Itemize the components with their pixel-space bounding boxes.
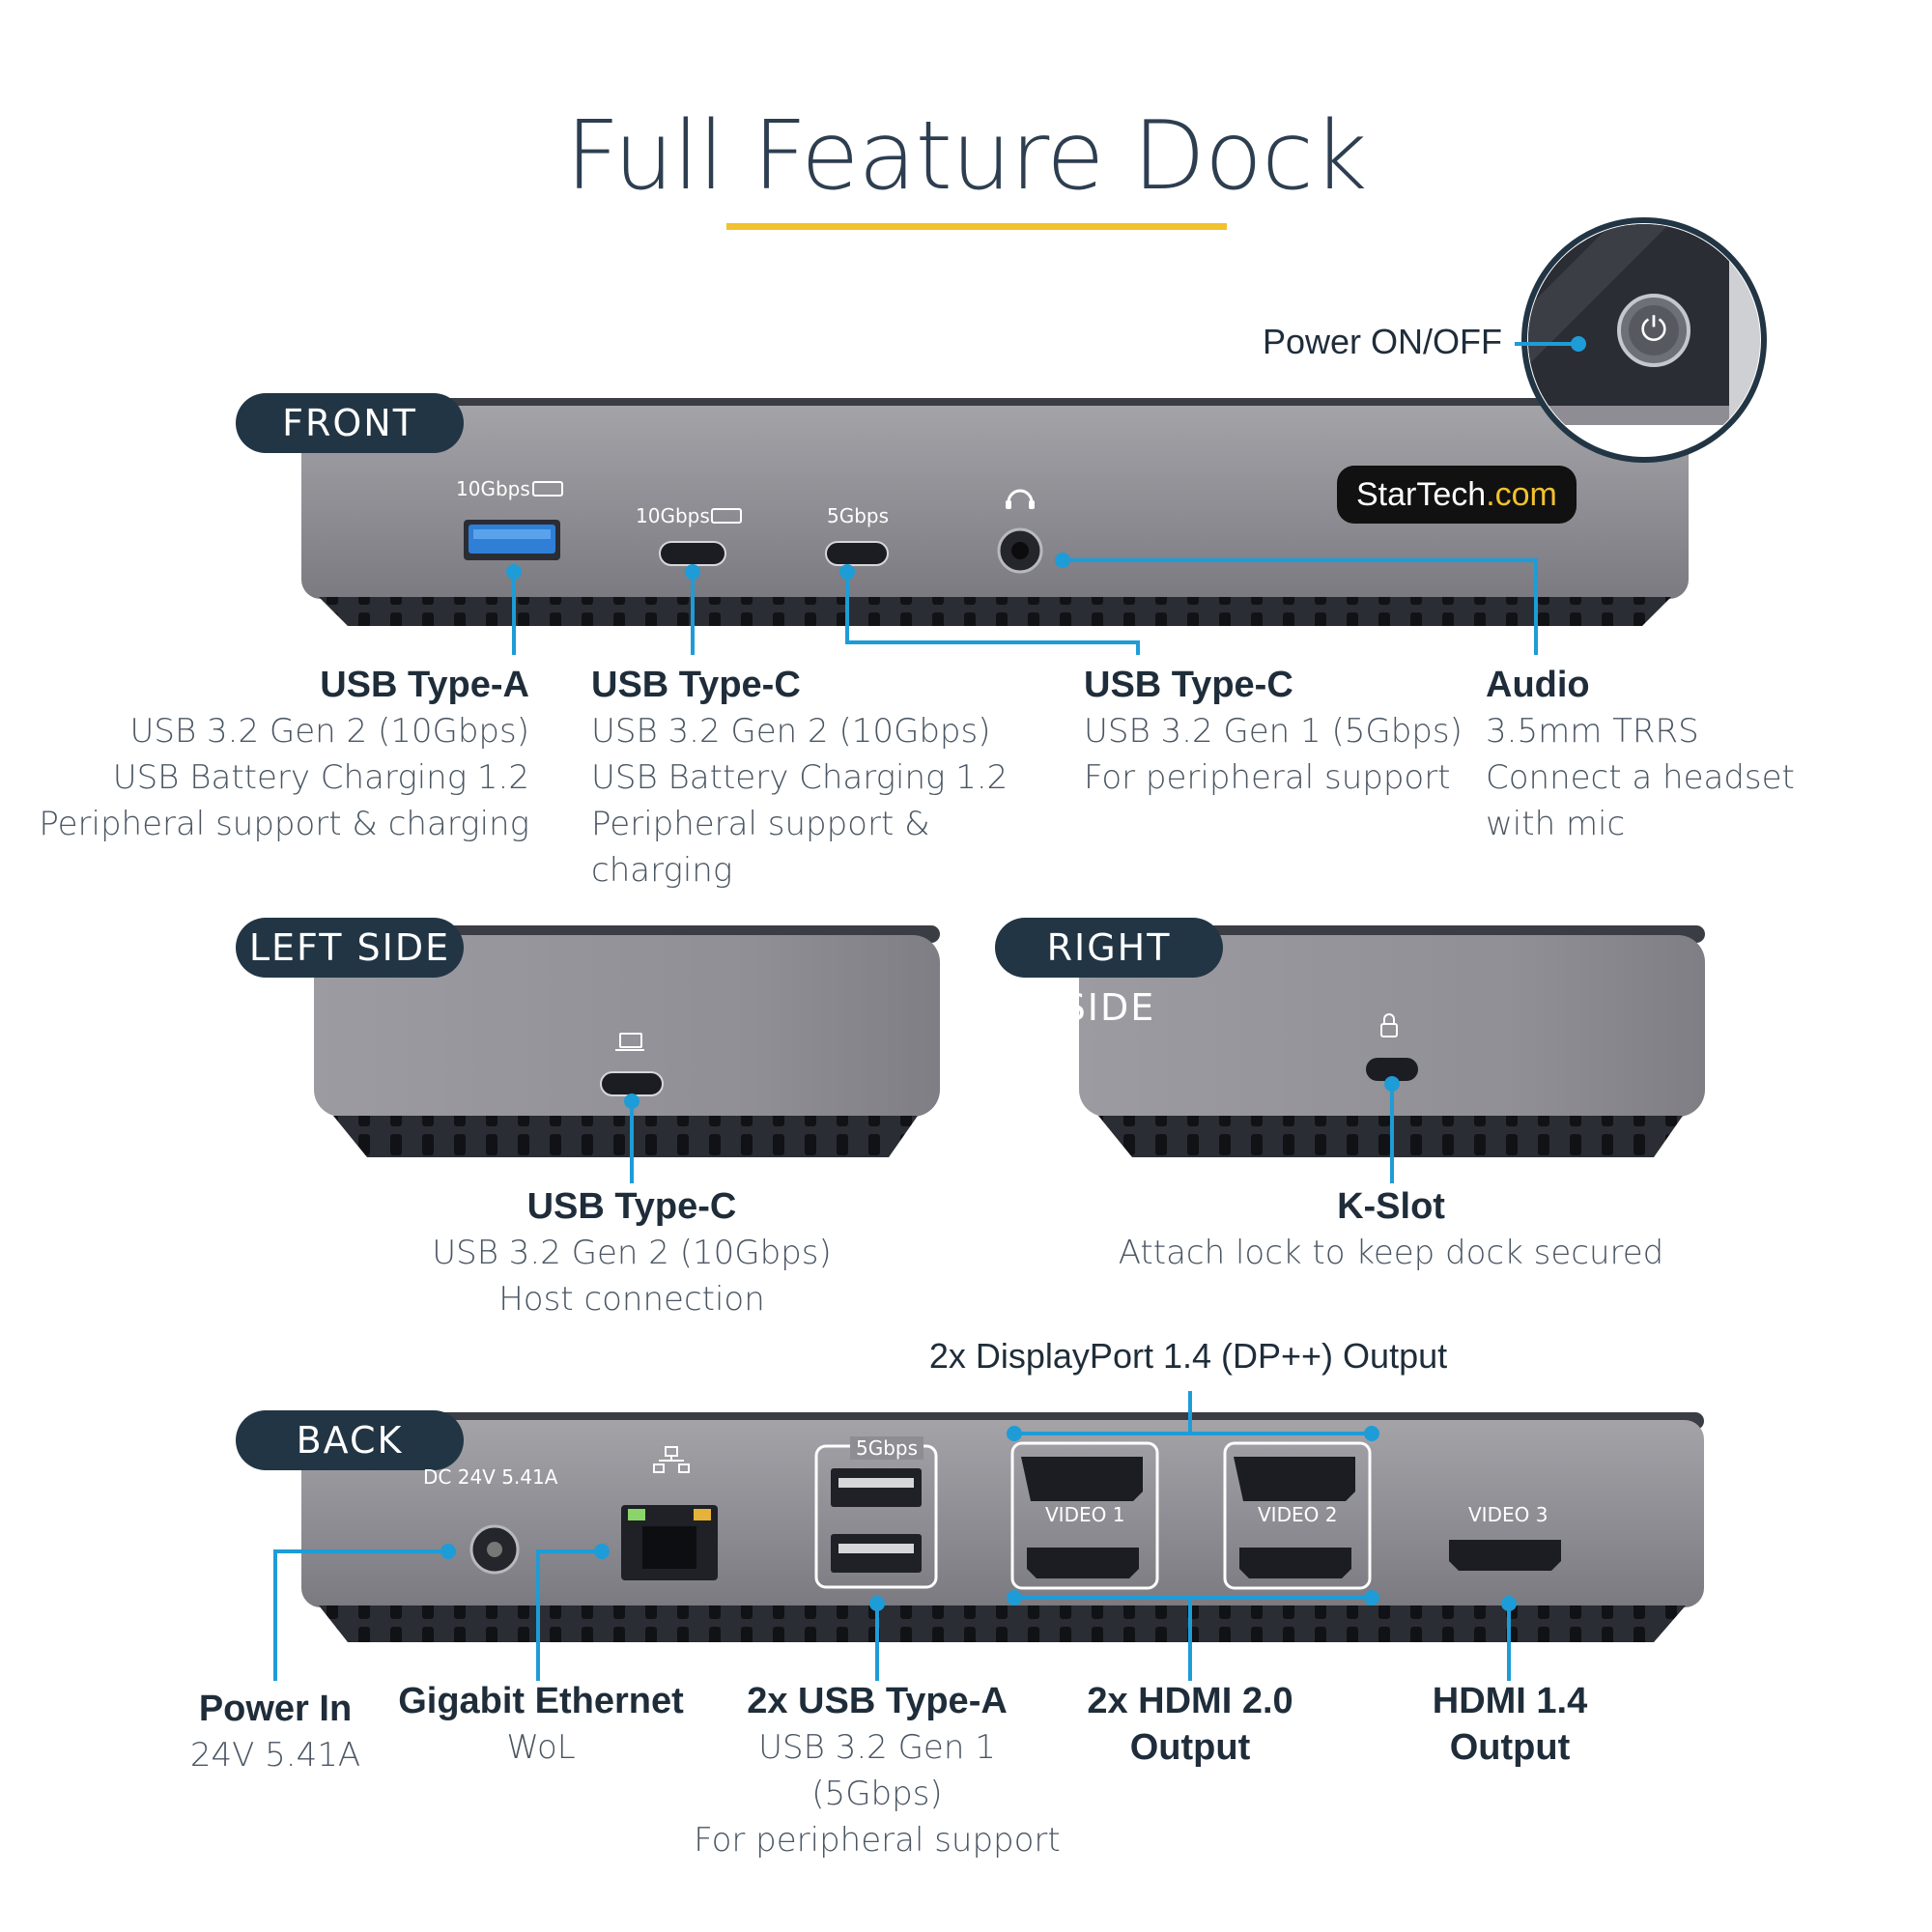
front-label-audio-heading: Audio (1486, 665, 1590, 705)
power-label: Power ON/OFF (1262, 322, 1502, 361)
back-label-hdmi14-line: Output (1449, 1727, 1571, 1768)
front-label-usbc1-line: Peripheral support & charging (591, 805, 930, 890)
front-label-audio: Audio 3.5mm TRRS Connect a headset with … (1486, 662, 1891, 847)
back-label-usba-line: For peripheral support (694, 1821, 1061, 1860)
front-usba-speed: 10Gbps (456, 477, 530, 500)
left-label-line: Host connection (498, 1280, 765, 1319)
back-label-hdmi20-heading: 2x HDMI 2.0 (1087, 1681, 1293, 1721)
front-label-usba-line: USB Battery Charging 1.2 (112, 758, 529, 797)
right-label-line: Attach lock to keep dock secured (1118, 1234, 1664, 1272)
back-dock (301, 1412, 1704, 1642)
front-label-usba: USB Type-A USB 3.2 Gen 2 (10Gbps) USB Ba… (39, 662, 529, 847)
section-left-pill: LEFT SIDE (236, 918, 464, 978)
front-label-usbc1-line: USB Battery Charging 1.2 (591, 758, 1009, 797)
callout-dots (440, 336, 1586, 1611)
back-dp-label: 2x DisplayPort 1.4 (DP++) Output (869, 1333, 1507, 1379)
title-underline (726, 223, 1227, 230)
callouts (273, 342, 1575, 1681)
brand-text-a: StarTech (1356, 476, 1487, 513)
page-title: Full Feature Dock (565, 101, 1367, 212)
back-label-usba-line: USB 3.2 Gen 1 (5Gbps) (758, 1728, 996, 1813)
front-label-audio-line: 3.5mm TRRS (1486, 712, 1699, 751)
back-label-hdmi14: HDMI 1.4 Output (1391, 1678, 1629, 1771)
back-video2-label: VIDEO 2 (1258, 1503, 1338, 1526)
back-dp-heading: 2x DisplayPort 1.4 (DP++) Output (928, 1336, 1448, 1376)
back-label-hdmi20-line: Output (1129, 1727, 1251, 1768)
front-label-usbc2-line: For peripheral support (1084, 758, 1451, 797)
back-label-ethernet: Gigabit Ethernet WoL (396, 1678, 686, 1771)
back-video1-label: VIDEO 1 (1045, 1503, 1125, 1526)
front-label-usbc2-line: USB 3.2 Gen 1 (5Gbps) (1084, 712, 1463, 751)
left-side-dock (314, 925, 940, 1157)
back-label-power-line: 24V 5.41A (189, 1736, 361, 1775)
section-right-pill: RIGHT SIDE (995, 918, 1223, 1029)
back-label-hdmi20: 2x HDMI 2.0 Output (1063, 1678, 1318, 1771)
back-label-usba: 2x USB Type-A USB 3.2 Gen 1 (5Gbps) For … (694, 1678, 1061, 1863)
back-label-ethernet-heading: Gigabit Ethernet (398, 1681, 684, 1721)
right-label-heading: K-Slot (1337, 1186, 1445, 1227)
front-usbc1-speed: 10Gbps (636, 504, 710, 527)
front-usbc2-speed: 5Gbps (827, 504, 890, 527)
brand-text-b: .com (1486, 476, 1557, 513)
back-usb-speed: 5Gbps (850, 1436, 924, 1460)
section-back-pill: BACK (236, 1410, 464, 1470)
left-label-heading: USB Type-C (526, 1186, 737, 1227)
back-label-power-heading: Power In (198, 1689, 353, 1729)
front-label-usbc1: USB Type-C USB 3.2 Gen 2 (10Gbps) USB Ba… (591, 662, 1045, 894)
power-zoom (1521, 217, 1767, 463)
back-dc-rating: DC 24V 5.41A (423, 1465, 558, 1489)
front-label-usba-heading: USB Type-A (320, 665, 529, 705)
front-label-usbc1-line: USB 3.2 Gen 2 (10Gbps) (591, 712, 991, 751)
front-label-usba-line: Peripheral support & charging (39, 805, 529, 843)
front-label-usbc2: USB Type-C USB 3.2 Gen 1 (5Gbps) For per… (1084, 662, 1470, 801)
front-label-usba-line: USB 3.2 Gen 2 (10Gbps) (129, 712, 530, 751)
left-label-usbc: USB Type-C USB 3.2 Gen 2 (10Gbps) Host c… (342, 1183, 922, 1322)
back-label-usba-heading: 2x USB Type-A (747, 1681, 1008, 1721)
back-video3-label: VIDEO 3 (1468, 1503, 1548, 1526)
right-label-kslot: K-Slot Attach lock to keep dock secured (1063, 1183, 1719, 1276)
left-label-line: USB 3.2 Gen 2 (10Gbps) (432, 1234, 832, 1272)
power-icon[interactable]: ⏻ (1640, 311, 1667, 348)
front-label-audio-line: Connect a headset (1486, 758, 1795, 797)
front-dock (301, 398, 1689, 626)
front-label-usbc1-heading: USB Type-C (591, 665, 801, 705)
front-label-usbc2-heading: USB Type-C (1084, 665, 1293, 705)
back-label-power: Power In 24V 5.41A (145, 1686, 406, 1778)
brand-logo: StarTech.com (1337, 466, 1577, 524)
back-label-ethernet-line: WoL (506, 1728, 576, 1767)
front-label-audio-line: with mic (1486, 805, 1626, 843)
back-label-hdmi14-heading: HDMI 1.4 (1432, 1681, 1588, 1721)
section-front-pill: FRONT (236, 393, 464, 453)
